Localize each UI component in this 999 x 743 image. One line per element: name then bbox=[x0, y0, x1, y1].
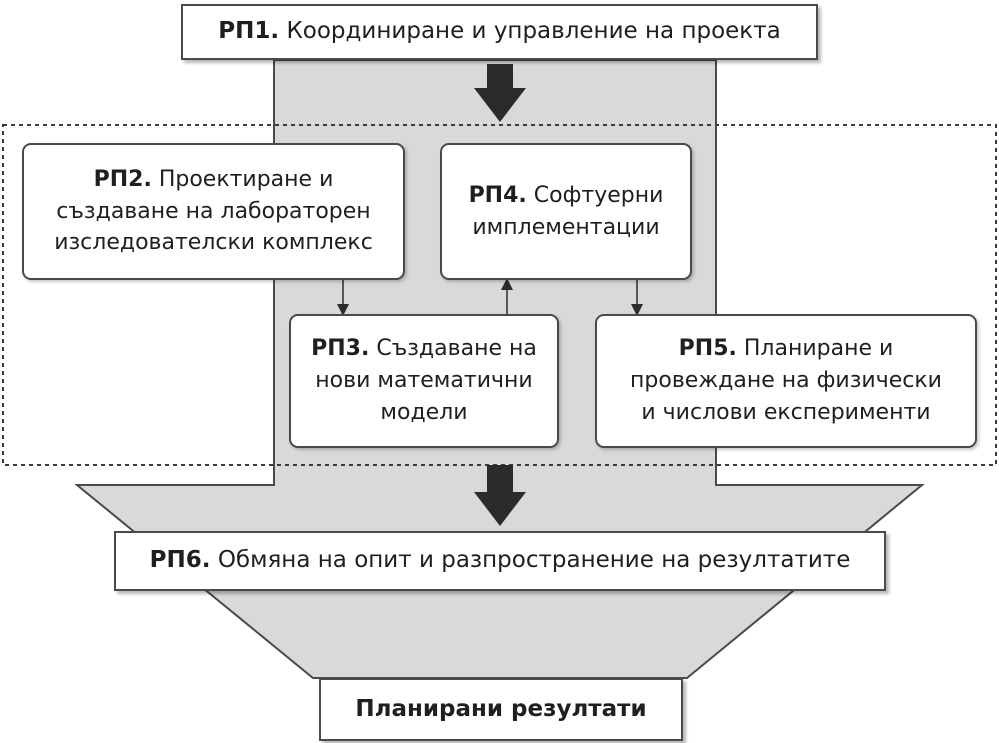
rp5-code: РП5. bbox=[678, 336, 737, 362]
box-rp1: РП1. Координиране и управление на проект… bbox=[181, 4, 818, 60]
box-planned-results: Планирани резултати bbox=[319, 678, 683, 741]
rp4-code: РП4. bbox=[468, 182, 527, 208]
rp3-code: РП3. bbox=[311, 336, 370, 362]
rp5-line3: и числови експерименти bbox=[641, 399, 931, 425]
rp3-line3: модели bbox=[380, 399, 468, 425]
box-rp6: РП6. Обмяна на опит и разпространение на… bbox=[114, 531, 886, 591]
rp6-title: Обмяна на опит и разпространение на резу… bbox=[217, 547, 851, 574]
box-rp5: РП5. Планиране и провеждане на физически… bbox=[595, 314, 977, 448]
big-down-arrow-middle bbox=[474, 465, 526, 526]
rp2-line1: Проектиране и bbox=[158, 166, 334, 192]
rp5-line2: провеждане на физически bbox=[630, 368, 942, 394]
big-down-arrow-top bbox=[474, 64, 526, 122]
rp2-line2: създаване на лабораторен bbox=[56, 198, 371, 224]
rp5-line1: Планиране и bbox=[743, 336, 894, 362]
rp4-line2: имплементации bbox=[472, 214, 660, 240]
rp1-code: РП1. bbox=[218, 18, 280, 45]
rp4-line1: Софтуерни bbox=[533, 182, 664, 208]
dashed-group-frame bbox=[2, 124, 997, 466]
rp3-line1: Създаване на bbox=[376, 336, 537, 362]
rp6-code: РП6. bbox=[149, 547, 211, 574]
box-rp4: РП4. Софтуерни имплементации bbox=[440, 143, 692, 280]
rp2-code: РП2. bbox=[93, 166, 152, 192]
box-rp2: РП2. Проектиране и създаване на лаборато… bbox=[22, 143, 405, 280]
rp1-title: Координиране и управление на проекта bbox=[286, 18, 781, 45]
rp2-line3: изследователски комплекс bbox=[54, 230, 373, 256]
planned-results-label: Планирани резултати bbox=[355, 695, 647, 722]
rp3-line2: нови математични bbox=[315, 368, 533, 394]
box-rp3: РП3. Създаване на нови математични модел… bbox=[289, 314, 559, 448]
